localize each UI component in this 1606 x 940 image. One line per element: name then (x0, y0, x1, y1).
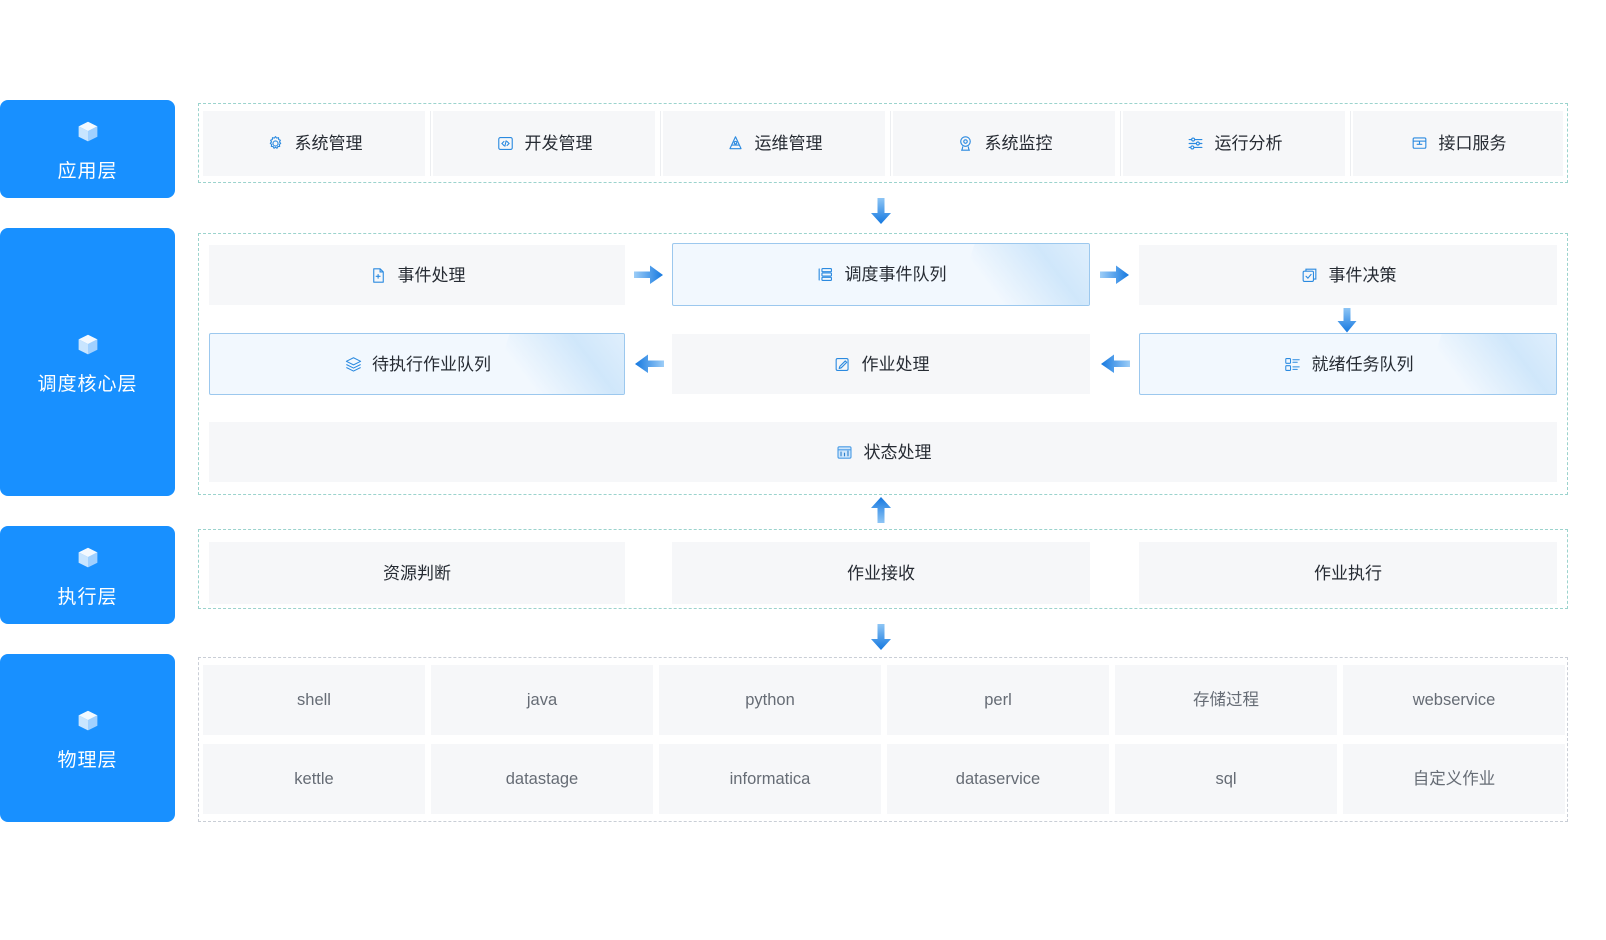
layer-chip-label: 应用层 (57, 161, 118, 182)
arrow-down-icon-exec-to-physical (868, 624, 894, 657)
arrow-right-icon-event-to-queue (634, 262, 664, 293)
app-tile-label: 运维管理 (754, 134, 823, 153)
layer-chip-execution[interactable]: 执行层 (0, 526, 175, 624)
application-layer-group (198, 103, 1568, 183)
cube-icon (73, 117, 103, 152)
exec-tile-label: 作业接收 (847, 563, 915, 583)
phys-tile-webservice[interactable]: webservice (1343, 665, 1565, 735)
core-tile-job-processing[interactable]: 作业处理 (672, 334, 1090, 394)
core-tile-ready-task-queue[interactable]: 就绪任务队列 (1139, 333, 1557, 395)
cone-icon (726, 134, 746, 154)
app-tile-system-monitoring[interactable]: 系统监控 (893, 111, 1115, 176)
core-layer-group (198, 233, 1568, 495)
phys-tile-label: python (745, 690, 795, 709)
layer-chip-physical[interactable]: 物理层 (0, 654, 175, 822)
exec-tile-label: 作业执行 (1314, 563, 1382, 583)
core-tile-event-processing[interactable]: 事件处理 (209, 245, 625, 305)
app-divider (1350, 111, 1351, 176)
sliders-icon (1186, 134, 1206, 154)
arrow-up-icon-exec-to-core (868, 497, 894, 530)
phys-tile-label: kettle (294, 769, 334, 788)
phys-tile-label: perl (984, 690, 1012, 709)
app-divider (890, 111, 891, 176)
app-tile-label: 运行分析 (1214, 134, 1283, 153)
core-tile-label: 作业处理 (861, 354, 930, 374)
phys-tile-label: 自定义作业 (1412, 769, 1496, 788)
app-tile-runtime-analysis[interactable]: 运行分析 (1123, 111, 1345, 176)
document-icon (369, 265, 389, 285)
app-tile-label: 开发管理 (524, 134, 593, 153)
core-tile-schedule-event-queue[interactable]: 调度事件队列 (672, 243, 1090, 306)
interface-icon (1410, 134, 1430, 154)
phys-tile-label: informatica (729, 769, 811, 788)
phys-tile-label: shell (297, 690, 331, 709)
phys-tile-label: webservice (1412, 690, 1496, 709)
chart-icon (835, 442, 855, 462)
execution-layer-group (198, 529, 1568, 609)
phys-tile-perl[interactable]: perl (887, 665, 1109, 735)
app-tile-interface-service[interactable]: 接口服务 (1353, 111, 1563, 176)
core-tile-label: 状态处理 (863, 442, 932, 462)
app-tile-operations-management[interactable]: 运维管理 (663, 111, 885, 176)
phys-tile-datastage[interactable]: datastage (431, 744, 653, 814)
cube-icon (73, 543, 103, 578)
physical-layer-group (198, 657, 1568, 822)
arrow-down-icon-app-to-core (868, 198, 894, 231)
checklist-icon (1283, 354, 1303, 374)
core-tile-pending-job-queue[interactable]: 待执行作业队列 (209, 333, 625, 395)
core-tile-label: 就绪任务队列 (1311, 354, 1414, 374)
queue-list-icon (816, 265, 836, 285)
exec-tile-resource-judgement[interactable]: 资源判断 (209, 542, 625, 604)
phys-tile-label: datastage (505, 769, 579, 788)
layer-chip-label: 调度核心层 (37, 374, 138, 395)
app-tile-label: 系统管理 (294, 134, 363, 153)
phys-tile-shell[interactable]: shell (203, 665, 425, 735)
phys-tile-informatica[interactable]: informatica (659, 744, 881, 814)
app-divider (1120, 111, 1121, 176)
layers-icon (343, 354, 363, 374)
layer-chip-label: 物理层 (57, 750, 118, 771)
phys-tile-python[interactable]: python (659, 665, 881, 735)
arrow-left-icon-job-to-pending (634, 351, 664, 382)
cube-icon (73, 330, 103, 365)
phys-tile-label: java (526, 690, 558, 709)
core-tile-label: 待执行作业队列 (372, 354, 491, 374)
app-tile-label: 系统监控 (984, 134, 1053, 153)
phys-tile-java[interactable]: java (431, 665, 653, 735)
arrow-left-icon-ready-to-job (1100, 351, 1130, 382)
phys-tile-stored-procedure[interactable]: 存储过程 (1115, 665, 1337, 735)
phys-tile-custom-job[interactable]: 自定义作业 (1343, 744, 1565, 814)
core-tile-event-decision[interactable]: 事件决策 (1139, 245, 1557, 305)
layer-chip-label: 执行层 (57, 587, 118, 608)
app-divider (660, 111, 661, 176)
phys-tile-label: 存储过程 (1193, 690, 1259, 709)
layer-chip-core[interactable]: 调度核心层 (0, 228, 175, 496)
core-tile-label: 事件处理 (397, 265, 466, 285)
exec-tile-job-execution[interactable]: 作业执行 (1139, 542, 1557, 604)
edit-pen-icon (833, 354, 853, 374)
arrow-down-icon-decision-to-ready (1335, 308, 1359, 339)
arrow-right-icon-queue-to-decision (1100, 262, 1130, 293)
monitor-camera-icon (956, 134, 976, 154)
exec-tile-job-reception[interactable]: 作业接收 (672, 542, 1090, 604)
exec-tile-label: 资源判断 (383, 563, 451, 583)
phys-tile-sql[interactable]: sql (1115, 744, 1337, 814)
core-tile-label: 事件决策 (1328, 265, 1397, 285)
app-tile-system-management[interactable]: 系统管理 (203, 111, 425, 176)
code-icon (496, 134, 516, 154)
app-tile-development-management[interactable]: 开发管理 (433, 111, 655, 176)
gear-icon (266, 134, 286, 154)
decision-icon (1300, 265, 1320, 285)
phys-tile-label: sql (1215, 769, 1237, 788)
layer-chip-application[interactable]: 应用层 (0, 100, 175, 198)
core-tile-label: 调度事件队列 (844, 265, 947, 284)
app-divider (430, 111, 431, 176)
phys-tile-label: dataservice (955, 769, 1041, 788)
phys-tile-kettle[interactable]: kettle (203, 744, 425, 814)
phys-tile-dataservice[interactable]: dataservice (887, 744, 1109, 814)
app-tile-label: 接口服务 (1438, 134, 1507, 153)
cube-icon (73, 706, 103, 741)
core-tile-status-processing[interactable]: 状态处理 (209, 422, 1557, 482)
